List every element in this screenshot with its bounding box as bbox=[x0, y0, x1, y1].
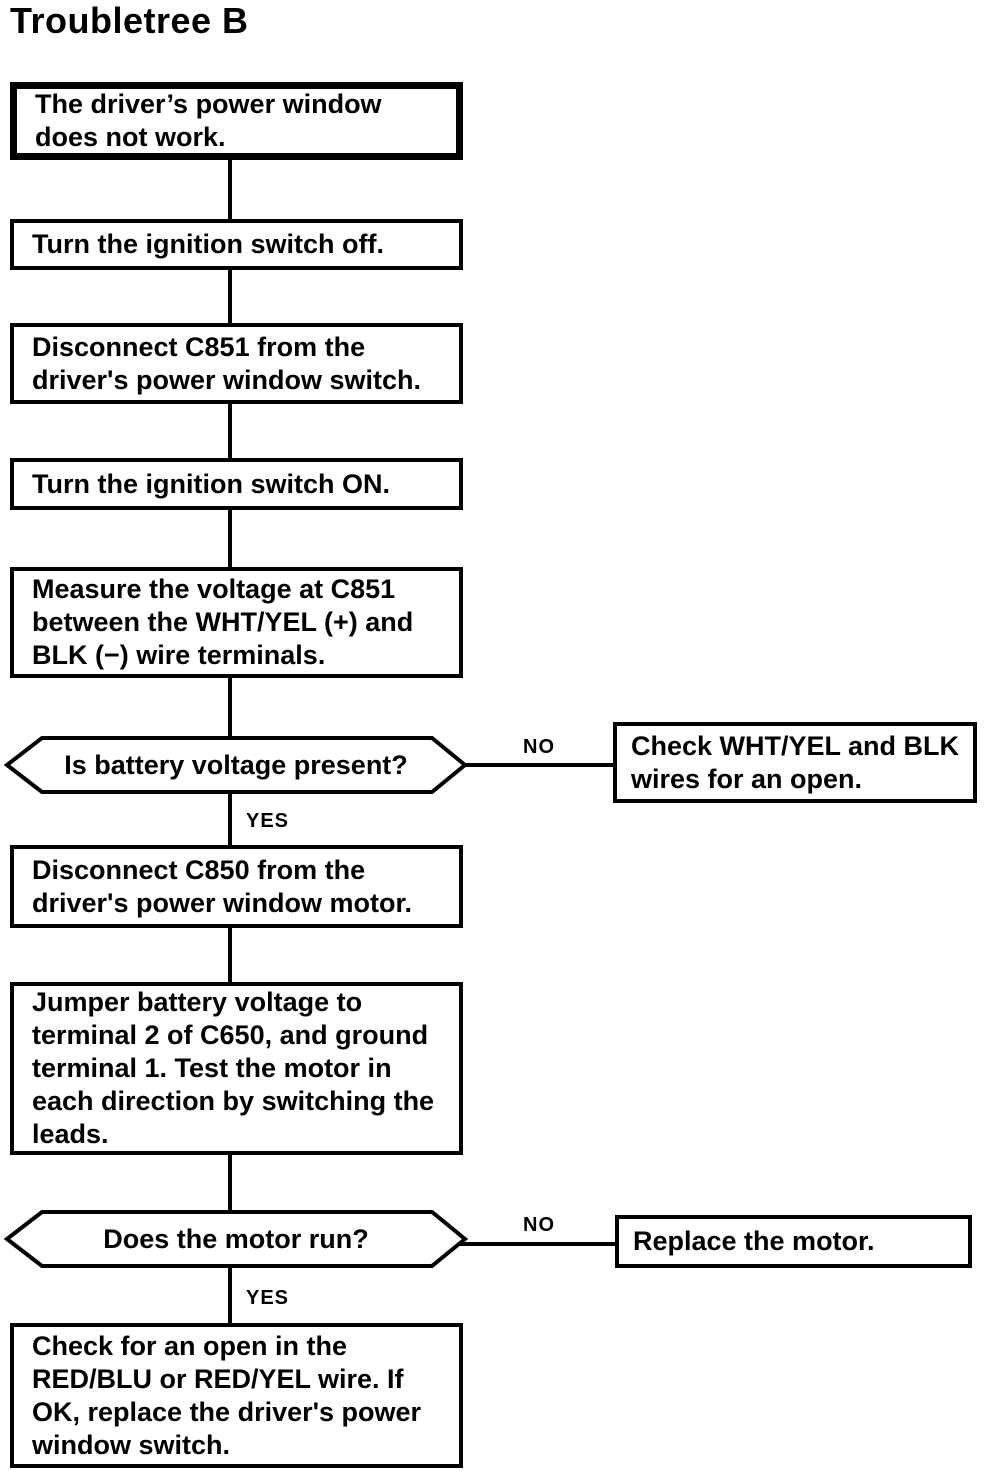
node-turn-ignition-off-text: Turn the ignition switch off. bbox=[32, 229, 384, 259]
page-title: Troubletree B bbox=[10, 0, 249, 41]
decision-motor-run-text: Does the motor run? bbox=[103, 1223, 369, 1254]
node-replace-motor-text: Replace the motor. bbox=[633, 1226, 875, 1256]
node-turn-ignition-on: Turn the ignition switch ON. bbox=[10, 458, 463, 510]
node-problem-statement: The driver’s power window does not work. bbox=[10, 82, 463, 160]
node-disconnect-c850-text: Disconnect C850 from the driver's power … bbox=[32, 854, 412, 918]
node-check-wht-yel-blk-wires: Check WHT/YEL and BLK wires for an open. bbox=[613, 722, 977, 803]
decision-battery-voltage-text: Is battery voltage present? bbox=[64, 749, 408, 780]
label-no-1: NO bbox=[523, 736, 555, 758]
label-yes-1: YES bbox=[246, 810, 290, 832]
label-yes-2: YES bbox=[246, 1287, 290, 1309]
label-no-2: NO bbox=[523, 1214, 555, 1236]
connector-no-branch-1 bbox=[455, 763, 615, 767]
hexagon-shape-icon bbox=[4, 1210, 468, 1268]
node-disconnect-c851: Disconnect C851 from the driver's power … bbox=[10, 323, 463, 404]
node-check-red-blu-red-yel-text: Check for an open in the RED/BLU or RED/… bbox=[32, 1330, 422, 1460]
decision-battery-voltage: Is battery voltage present? bbox=[4, 735, 468, 795]
node-measure-voltage-c851: Measure the voltage at C851 between the … bbox=[10, 567, 463, 678]
node-turn-ignition-off: Turn the ignition switch off. bbox=[10, 219, 463, 270]
node-jumper-battery-voltage-text: Jumper battery voltage to terminal 2 of … bbox=[32, 987, 435, 1149]
node-disconnect-c850: Disconnect C850 from the driver's power … bbox=[10, 845, 463, 928]
decision-motor-run: Does the motor run? bbox=[4, 1209, 468, 1269]
node-measure-voltage-c851-text: Measure the voltage at C851 between the … bbox=[32, 574, 414, 670]
connector-no-branch-2 bbox=[455, 1242, 615, 1246]
node-replace-motor: Replace the motor. bbox=[615, 1215, 972, 1268]
node-check-wht-yel-blk-wires-text: Check WHT/YEL and BLK wires for an open. bbox=[631, 730, 960, 794]
node-turn-ignition-on-text: Turn the ignition switch ON. bbox=[32, 468, 390, 499]
node-check-red-blu-red-yel: Check for an open in the RED/BLU or RED/… bbox=[10, 1323, 463, 1468]
node-problem-statement-text: The driver’s power window does not work. bbox=[35, 89, 382, 152]
node-disconnect-c851-text: Disconnect C851 from the driver's power … bbox=[32, 331, 421, 395]
hexagon-shape-icon bbox=[4, 736, 468, 794]
node-jumper-battery-voltage: Jumper battery voltage to terminal 2 of … bbox=[10, 982, 463, 1155]
